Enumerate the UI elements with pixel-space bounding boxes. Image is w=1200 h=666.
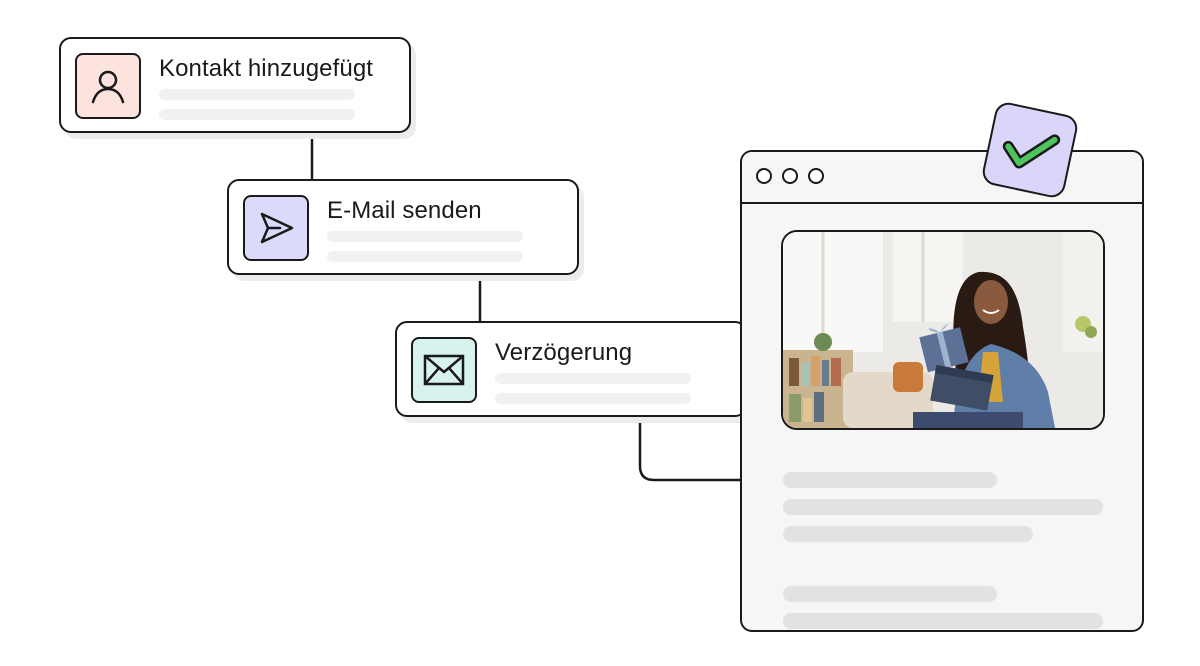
workflow-step-delay[interactable]: Verzögerung	[395, 321, 747, 417]
window-control-icon[interactable]	[756, 168, 772, 184]
envelope-icon	[411, 337, 477, 403]
checkmark-badge	[980, 100, 1080, 200]
woman-opening-gift-photo	[781, 230, 1105, 430]
connector-3-browser	[638, 418, 742, 482]
placeholder-line	[495, 393, 691, 404]
placeholder-line	[783, 472, 997, 488]
placeholder-line	[495, 373, 691, 384]
placeholder-line	[783, 499, 1103, 515]
placeholder-line	[327, 231, 523, 242]
workflow-step-send-email[interactable]: E-Mail senden	[227, 179, 579, 275]
step-title: E-Mail senden	[327, 197, 482, 224]
placeholder-line	[159, 109, 355, 120]
step-title: Verzögerung	[495, 339, 633, 366]
workflow-step-contact-added[interactable]: Kontakt hinzugefügt	[59, 37, 411, 133]
placeholder-line	[783, 526, 1033, 542]
browser-titlebar	[742, 152, 1142, 204]
email-preview-window	[740, 150, 1144, 632]
placeholder-line	[783, 613, 1103, 629]
user-icon	[75, 53, 141, 119]
placeholder-line	[159, 89, 355, 100]
window-control-icon[interactable]	[808, 168, 824, 184]
send-icon	[243, 195, 309, 261]
placeholder-line	[783, 586, 997, 602]
checkmark-icon	[1002, 134, 1061, 169]
step-title: Kontakt hinzugefügt	[159, 55, 374, 82]
placeholder-line	[327, 251, 523, 262]
window-control-icon[interactable]	[782, 168, 798, 184]
